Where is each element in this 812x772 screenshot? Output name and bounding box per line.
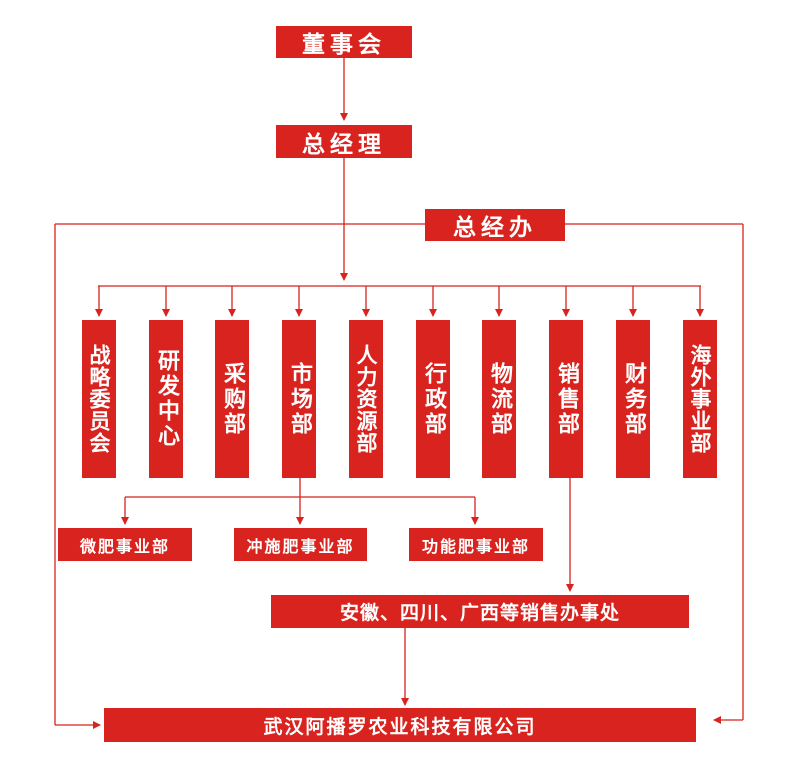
- dept-hr-box: 人力资源部: [349, 320, 383, 478]
- general-office-box: 总经办: [425, 209, 565, 241]
- dept-rnd-box: 研发中心: [149, 320, 183, 478]
- functional-fertilizer-unit: 功能肥事业部: [409, 528, 543, 561]
- board-box: 董事会: [276, 26, 412, 58]
- regional-sales-offices-box: 安徽、四川、广西等销售办事处: [271, 595, 689, 628]
- dept-sales-box: 销售部: [549, 320, 583, 478]
- dept-market-box: 市场部: [282, 320, 316, 478]
- general-manager-box: 总经理: [276, 125, 412, 158]
- dept-strategy-box: 战略委员会: [82, 320, 116, 478]
- company-box: 武汉阿播罗农业科技有限公司: [104, 708, 696, 742]
- dept-purchasing-box: 采购部: [215, 320, 249, 478]
- micro-fertilizer-unit: 微肥事业部: [58, 528, 192, 561]
- dept-admin-box: 行政部: [416, 320, 450, 478]
- dept-finance-box: 财务部: [616, 320, 650, 478]
- flush-fertilizer-unit: 冲施肥事业部: [234, 528, 367, 561]
- dept-overseas-box: 海外事业部: [683, 320, 717, 478]
- dept-logistics-box: 物流部: [482, 320, 516, 478]
